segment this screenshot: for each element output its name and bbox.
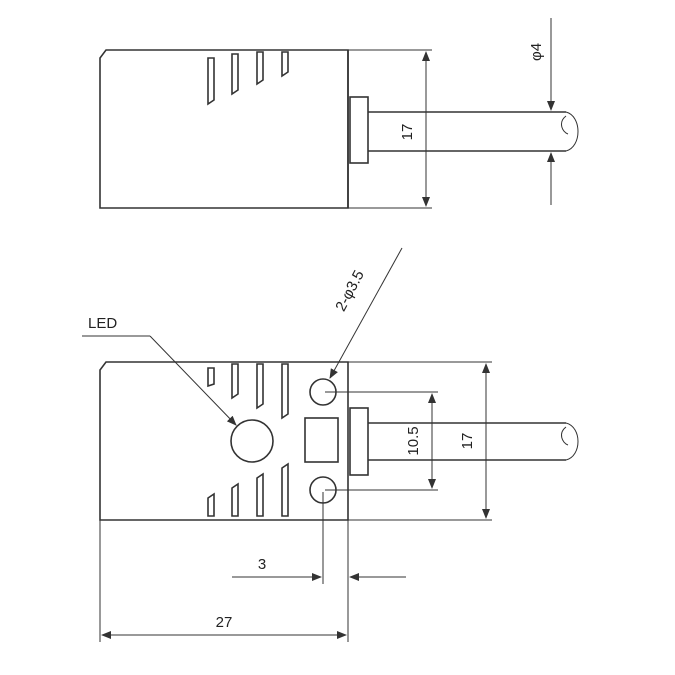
- hole-spec-label: 2-φ3.5: [332, 268, 368, 315]
- width-label: 27: [216, 614, 233, 631]
- side-height-dimension: 17: [348, 49, 432, 209]
- front-body: [99, 361, 349, 521]
- width-dimension: 27: [99, 520, 349, 642]
- side-cable: [368, 111, 579, 152]
- offset-label: 3: [258, 556, 266, 573]
- front-cable: [368, 422, 579, 461]
- front-cable-boss: [349, 407, 369, 476]
- side-vents: [207, 51, 289, 106]
- hole-spec-leader: 2-φ3.5: [329, 247, 403, 379]
- led-leader: LED: [82, 315, 237, 426]
- front-height-label: 17: [459, 433, 476, 450]
- side-cable-boss: [349, 96, 369, 164]
- front-vents-bottom: [207, 462, 289, 517]
- front-vents-top: [207, 363, 289, 420]
- hole-spacing-dimension: 10.5: [325, 391, 438, 491]
- hole-spacing-label: 10.5: [405, 426, 422, 455]
- cable-diameter-label: φ4: [528, 43, 545, 61]
- side-view: 17 φ4: [99, 18, 579, 209]
- side-height-label: 17: [399, 124, 416, 141]
- led-indicator: [230, 419, 274, 463]
- front-view: LED 2-φ3.5 10.5 17 3: [82, 247, 579, 642]
- center-window: [304, 417, 339, 463]
- side-body: [99, 49, 349, 209]
- cable-diameter-dimension: φ4: [528, 18, 555, 205]
- led-label: LED: [88, 315, 117, 332]
- offset-dimension: 3: [232, 492, 406, 584]
- front-height-dimension: 17: [348, 361, 492, 521]
